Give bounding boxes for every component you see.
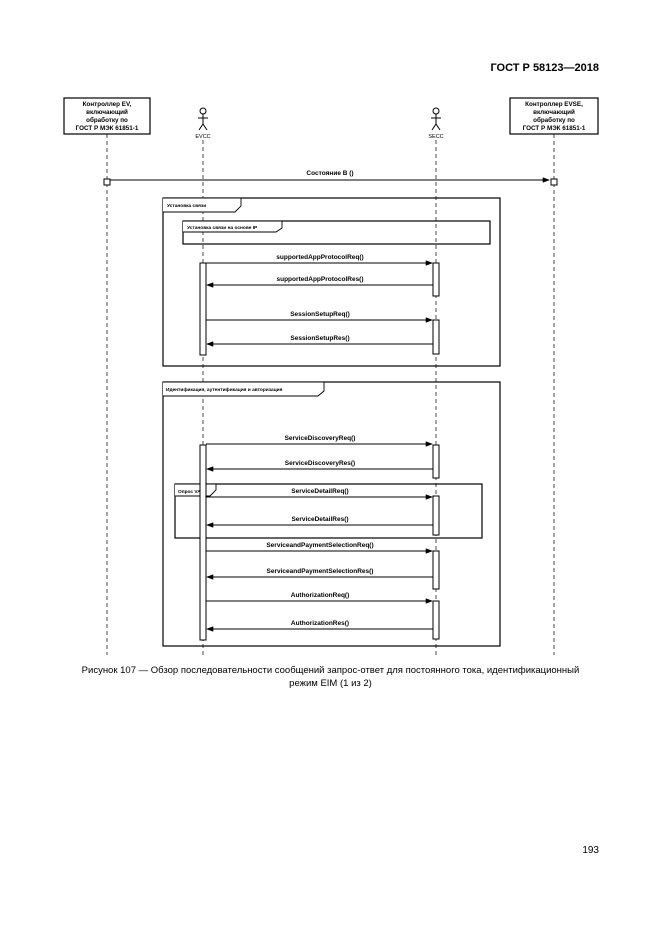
secc-activation-6	[432, 600, 440, 640]
frame-connection-setup: Установка связи	[162, 197, 501, 367]
activation-bars	[199, 262, 440, 641]
ev-controller-line2: включающий	[86, 108, 128, 116]
caption-line-2: режим EIM (1 из 2)	[289, 678, 372, 689]
state-b-message: Состояние B ()	[103, 170, 558, 186]
msg-label-8: ServiceDetailRes()	[291, 516, 348, 523]
msg-label-11: AuthorizationReq()	[291, 592, 350, 599]
evcc-activation-2	[199, 444, 207, 641]
messages	[206, 260, 433, 632]
ev-controller-line3: обработку по	[86, 116, 128, 124]
msg-label-6: ServiceDiscoveryRes()	[285, 460, 355, 467]
frame-ip-label: Установка связи на основе IP	[187, 225, 258, 231]
evse-controller-line1: Контроллер EVSE,	[525, 101, 583, 108]
evse-controller-line3: обработку по	[533, 116, 575, 124]
secc-label: SECC	[428, 134, 443, 140]
msg-label-4: SessionSetupRes()	[290, 335, 349, 342]
evcc-actor-icon	[198, 107, 208, 131]
sequence-diagram: Контроллер EV, включающий обработку по Г…	[63, 97, 599, 655]
msg-label-9: ServiceandPaymentSelectionReq()	[266, 542, 373, 549]
secc-activation-4	[432, 495, 440, 536]
evse-controller-line4: ГОСТ Р МЭК 61851-1	[523, 125, 586, 132]
secc-activation-2	[432, 319, 440, 355]
secc-actor-icon	[431, 107, 441, 131]
evse-controller-box: Контроллер EVSE, включающий обработку по…	[509, 97, 599, 135]
ev-controller-line4: ГОСТ Р МЭК 61851-1	[76, 125, 139, 132]
message-labels: supportedAppProtocolReq() supportedAppPr…	[266, 254, 373, 627]
secc-activation-5	[432, 550, 440, 590]
msg-label-2: supportedAppProtocolRes()	[276, 276, 363, 283]
frame-identification-label: Идентификация, аутентификация и авториза…	[166, 386, 283, 393]
msg-label-5: ServiceDiscoveryReq()	[285, 435, 356, 442]
msg-label-3: SessionSetupReq()	[290, 311, 350, 318]
state-b-label: Состояние B ()	[306, 170, 353, 177]
secc-activation-3	[432, 444, 440, 479]
evcc-activation-1	[199, 262, 207, 356]
frame-ip-connection: Установка связи на основе IP	[182, 220, 491, 245]
evcc-label: EVCC	[195, 134, 210, 140]
msg-label-12: AuthorizationRes()	[291, 620, 349, 627]
frame-vas-label: Опрос VAS	[178, 489, 205, 495]
msg-label-10: ServiceandPaymentSelectionRes()	[267, 568, 374, 575]
figure-caption: Рисунок 107 — Обзор последовательности с…	[60, 664, 601, 690]
ev-controller-box: Контроллер EV, включающий обработку по Г…	[63, 97, 151, 135]
secc-activation-1	[432, 262, 440, 297]
frame-identification: Идентификация, аутентификация и авториза…	[162, 381, 501, 647]
page-number: 193	[582, 845, 599, 856]
ev-controller-line1: Контроллер EV,	[83, 101, 132, 108]
document-header-title: ГОСТ Р 58123—2018	[490, 62, 599, 74]
msg-label-7: ServiceDetailReq()	[291, 488, 348, 495]
frame-connection-label: Установка связи	[167, 203, 206, 209]
caption-line-1: Рисунок 107 — Обзор последовательности с…	[81, 665, 580, 676]
evse-controller-line2: включающий	[533, 108, 575, 116]
msg-label-1: supportedAppProtocolReq()	[276, 254, 363, 261]
